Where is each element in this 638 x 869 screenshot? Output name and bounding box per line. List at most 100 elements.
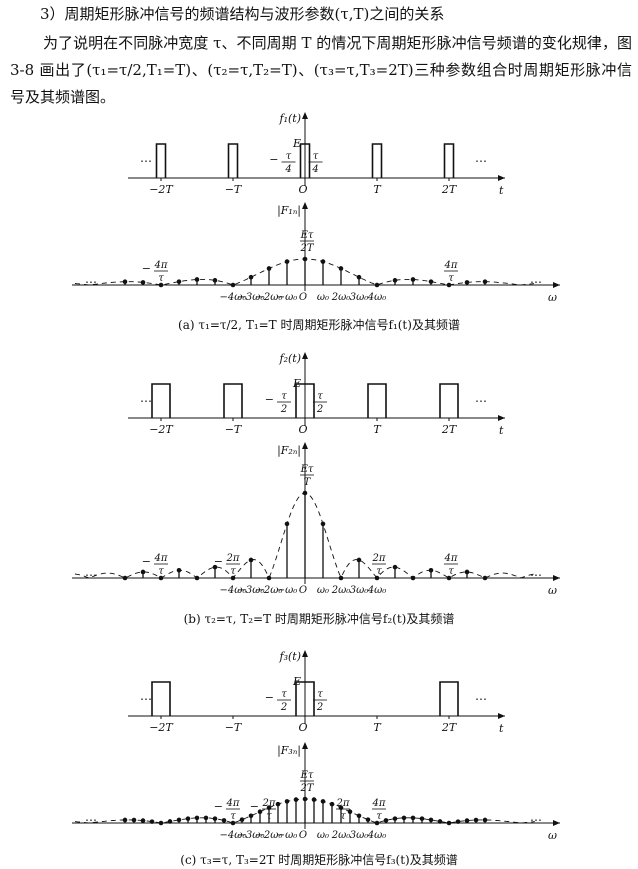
- spectral-point--10: [122, 279, 128, 284]
- tick-label-0: −2T: [149, 423, 174, 436]
- tick-label-7: 3ω₀: [350, 585, 369, 596]
- tick-label-8: 4ω₀: [367, 830, 387, 841]
- y-axis-arrow: [302, 352, 308, 359]
- spectral-point--12: [194, 815, 200, 821]
- spectral-point--7: [176, 279, 182, 284]
- tick-label-3: −ω₀: [277, 585, 298, 596]
- tick-label-3: T: [373, 183, 382, 196]
- spectral-point-11: [401, 815, 407, 821]
- spectral-point--20: [122, 817, 128, 823]
- pulse-0: [151, 681, 171, 716]
- tick-label-0: −4ω₀: [220, 830, 247, 841]
- spectral-point-7: [428, 567, 434, 573]
- spectral-point--1: [284, 521, 290, 527]
- spectral-point-2: [320, 799, 326, 804]
- tick-label-7: 3ω₀: [350, 292, 369, 303]
- spectral-point--8: [158, 575, 164, 581]
- spectral-point--7: [176, 567, 182, 573]
- pulse-4: [439, 383, 459, 418]
- tick-label-1: −3ω₀: [238, 830, 265, 841]
- w-axis-arrow: [553, 820, 560, 826]
- spectral-point-9: [464, 280, 470, 285]
- zero-label-3-num: 4π: [226, 798, 240, 809]
- spectral-point--11: [203, 815, 209, 821]
- spectral-point--5: [257, 809, 263, 815]
- spectral-point-2: [338, 575, 344, 581]
- ellipsis-right: …: [475, 689, 487, 703]
- zero-label-1-minus: −: [142, 262, 151, 275]
- tick-label-4: O: [299, 585, 307, 596]
- width-label-right-den: 2: [316, 702, 323, 713]
- spectral-point-9: [464, 569, 470, 575]
- spectral-point-4: [374, 282, 380, 288]
- width-label-right-num: τ: [313, 151, 319, 162]
- zero-label-3-minus: −: [142, 555, 151, 568]
- tick-label-5: ω₀: [317, 830, 329, 841]
- zero-label-3-minus: −: [214, 800, 223, 813]
- zero-label-1-minus: −: [214, 555, 223, 568]
- t-axis-arrow: [498, 175, 505, 181]
- tick-label-2: O: [298, 423, 307, 436]
- pulse-3: [371, 143, 383, 178]
- amplitude-label: E: [292, 137, 301, 150]
- zero-label-3-num: 4π: [154, 553, 168, 564]
- zero-label-1-minus: −: [250, 800, 259, 813]
- body-paragraph: 为了说明在不同脉冲宽度 τ、不同周期 T 的情况下周期矩形脉冲信号频谱的变化规律…: [10, 34, 632, 106]
- spectral-point-16: [446, 820, 452, 826]
- tick-label-0: −2T: [149, 183, 174, 196]
- width-label-right-den: 4: [311, 164, 318, 175]
- zero-label-2-num: 4π: [444, 553, 458, 564]
- zero-label-0-num: 2π: [336, 798, 350, 809]
- zero-label-3-den: τ: [230, 811, 236, 822]
- spectral-point--2: [266, 575, 272, 581]
- zero-label-0-den: τ: [340, 811, 346, 822]
- spectral-point-3: [356, 274, 362, 280]
- tick-label-8: 4ω₀: [367, 292, 387, 303]
- figure-c-caption: (c) τ₃=τ, T₃=2T 时周期矩形脉冲信号f₃(t)及其频谱: [180, 853, 458, 867]
- width-label-left-num: τ: [286, 151, 292, 162]
- zero-label-0-den: τ: [448, 273, 454, 284]
- y-axis-label: |F₂ₙ|: [277, 444, 301, 458]
- t-axis-arrow: [498, 415, 505, 421]
- y-axis-arrow: [302, 442, 308, 449]
- spectral-point--18: [140, 818, 146, 823]
- tick-label-6: 2ω₀: [331, 292, 351, 303]
- zero-label-0-den: τ: [376, 566, 382, 577]
- spectral-point--7: [239, 817, 245, 822]
- y-axis-label: f₃(t): [279, 650, 301, 663]
- tick-label-4: O: [299, 292, 307, 303]
- tick-label-2: −2ω₀: [256, 830, 283, 841]
- tick-label-4: 2T: [441, 423, 458, 436]
- spectral-point--6: [248, 813, 254, 819]
- spectral-point--10: [212, 816, 218, 821]
- spectral-point--5: [212, 564, 218, 570]
- pulse-4: [443, 143, 455, 178]
- spectral-point--16: [158, 820, 164, 826]
- width-label-left-den: 2: [280, 404, 287, 415]
- width-label-left-minus: −: [269, 153, 278, 166]
- ellipsis-left: …: [140, 151, 152, 165]
- width-label-right-num: τ: [317, 689, 323, 700]
- tick-label-6: 2ω₀: [331, 585, 351, 596]
- spectral-point--8: [230, 820, 236, 826]
- width-label-left-num: τ: [281, 689, 287, 700]
- tick-label-4: 2T: [441, 183, 458, 196]
- width-label-right-num: τ: [317, 391, 323, 402]
- spectral-point--9: [221, 818, 227, 823]
- spectral-point-0: [302, 490, 308, 496]
- tick-label-1: −T: [225, 183, 243, 196]
- y-axis-arrow: [302, 742, 308, 749]
- tick-label-1: −T: [225, 721, 243, 734]
- tick-label-3: −ω₀: [277, 830, 298, 841]
- spectral-point-1: [320, 259, 326, 264]
- spectral-point--6: [194, 277, 200, 282]
- y-axis-arrow: [302, 202, 308, 209]
- zero-label-2-den: τ: [376, 811, 382, 822]
- spectral-point--9: [140, 280, 146, 285]
- tick-label-5: ω₀: [317, 292, 329, 303]
- spectral-point-19: [473, 817, 479, 823]
- spectral-point--5: [212, 278, 218, 283]
- spectral-point-12: [410, 815, 416, 821]
